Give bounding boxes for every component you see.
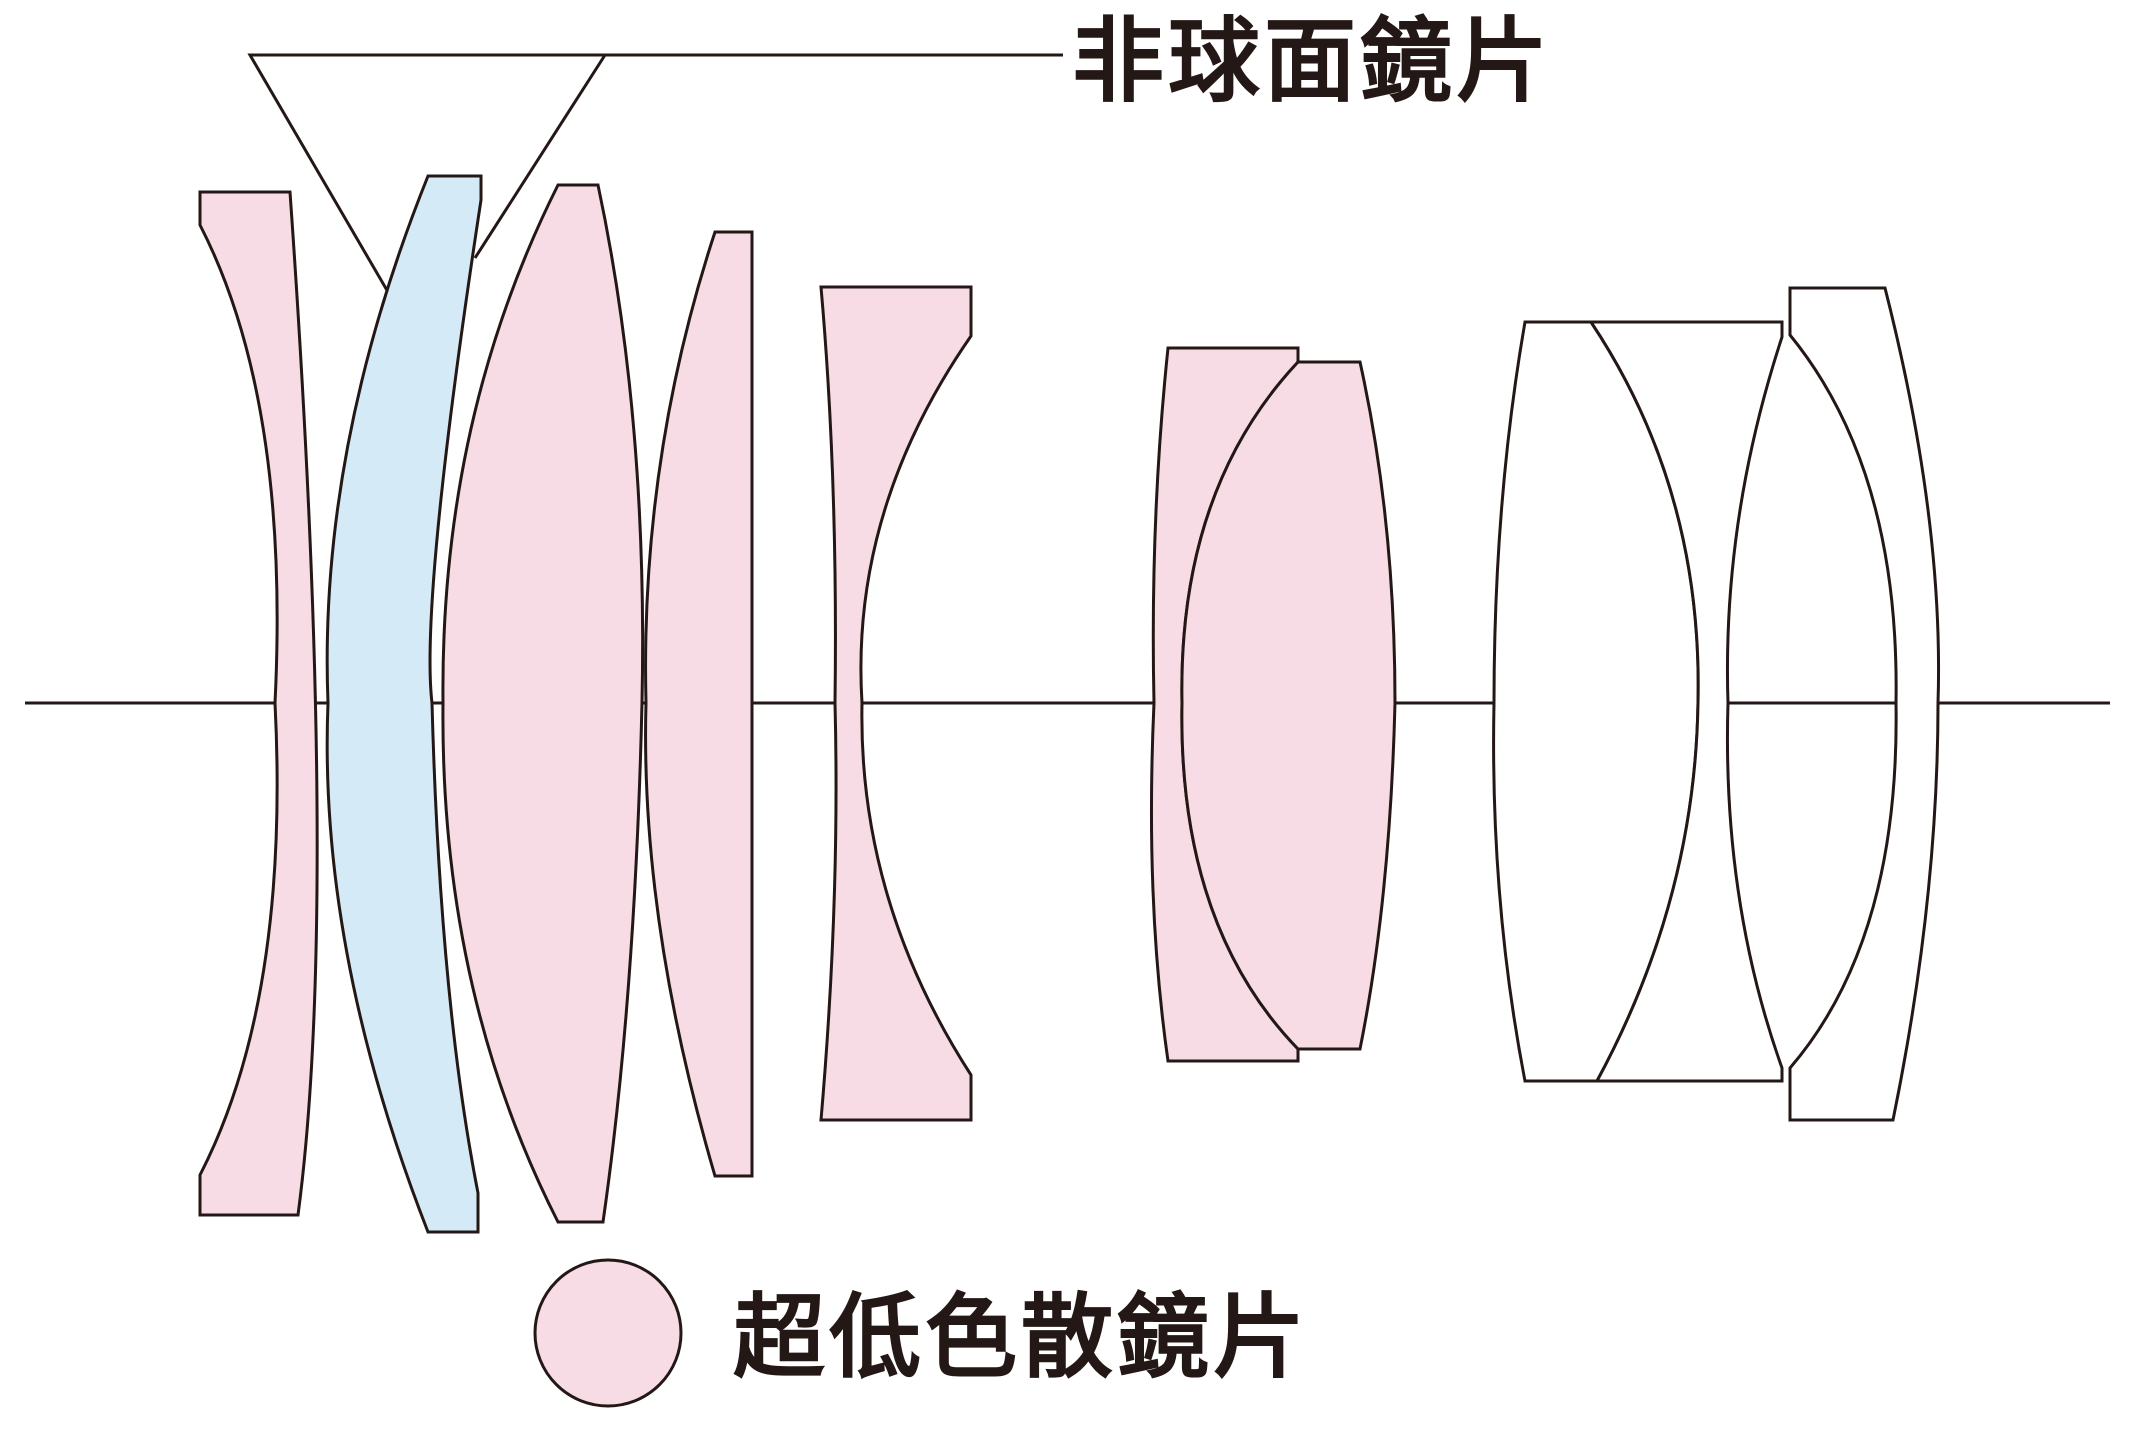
ed-legend-label: 超低色散鏡片 [733,1284,1310,1391]
lens-element-5 [819,285,973,1122]
lens-element-10 [1788,286,1941,1122]
lens-element-7 [1180,360,1397,1051]
lens-element-9 [1588,320,1784,1083]
ed-legend-swatch [533,1258,683,1408]
lens-element-3 [441,183,645,1224]
aspherical-callout [247,53,1063,293]
lens-element-1 [198,190,319,1217]
lens-element-4 [644,230,754,1178]
aspherical-label: 非球面鏡片 [1072,8,1553,115]
lens-element-2 [325,174,483,1234]
